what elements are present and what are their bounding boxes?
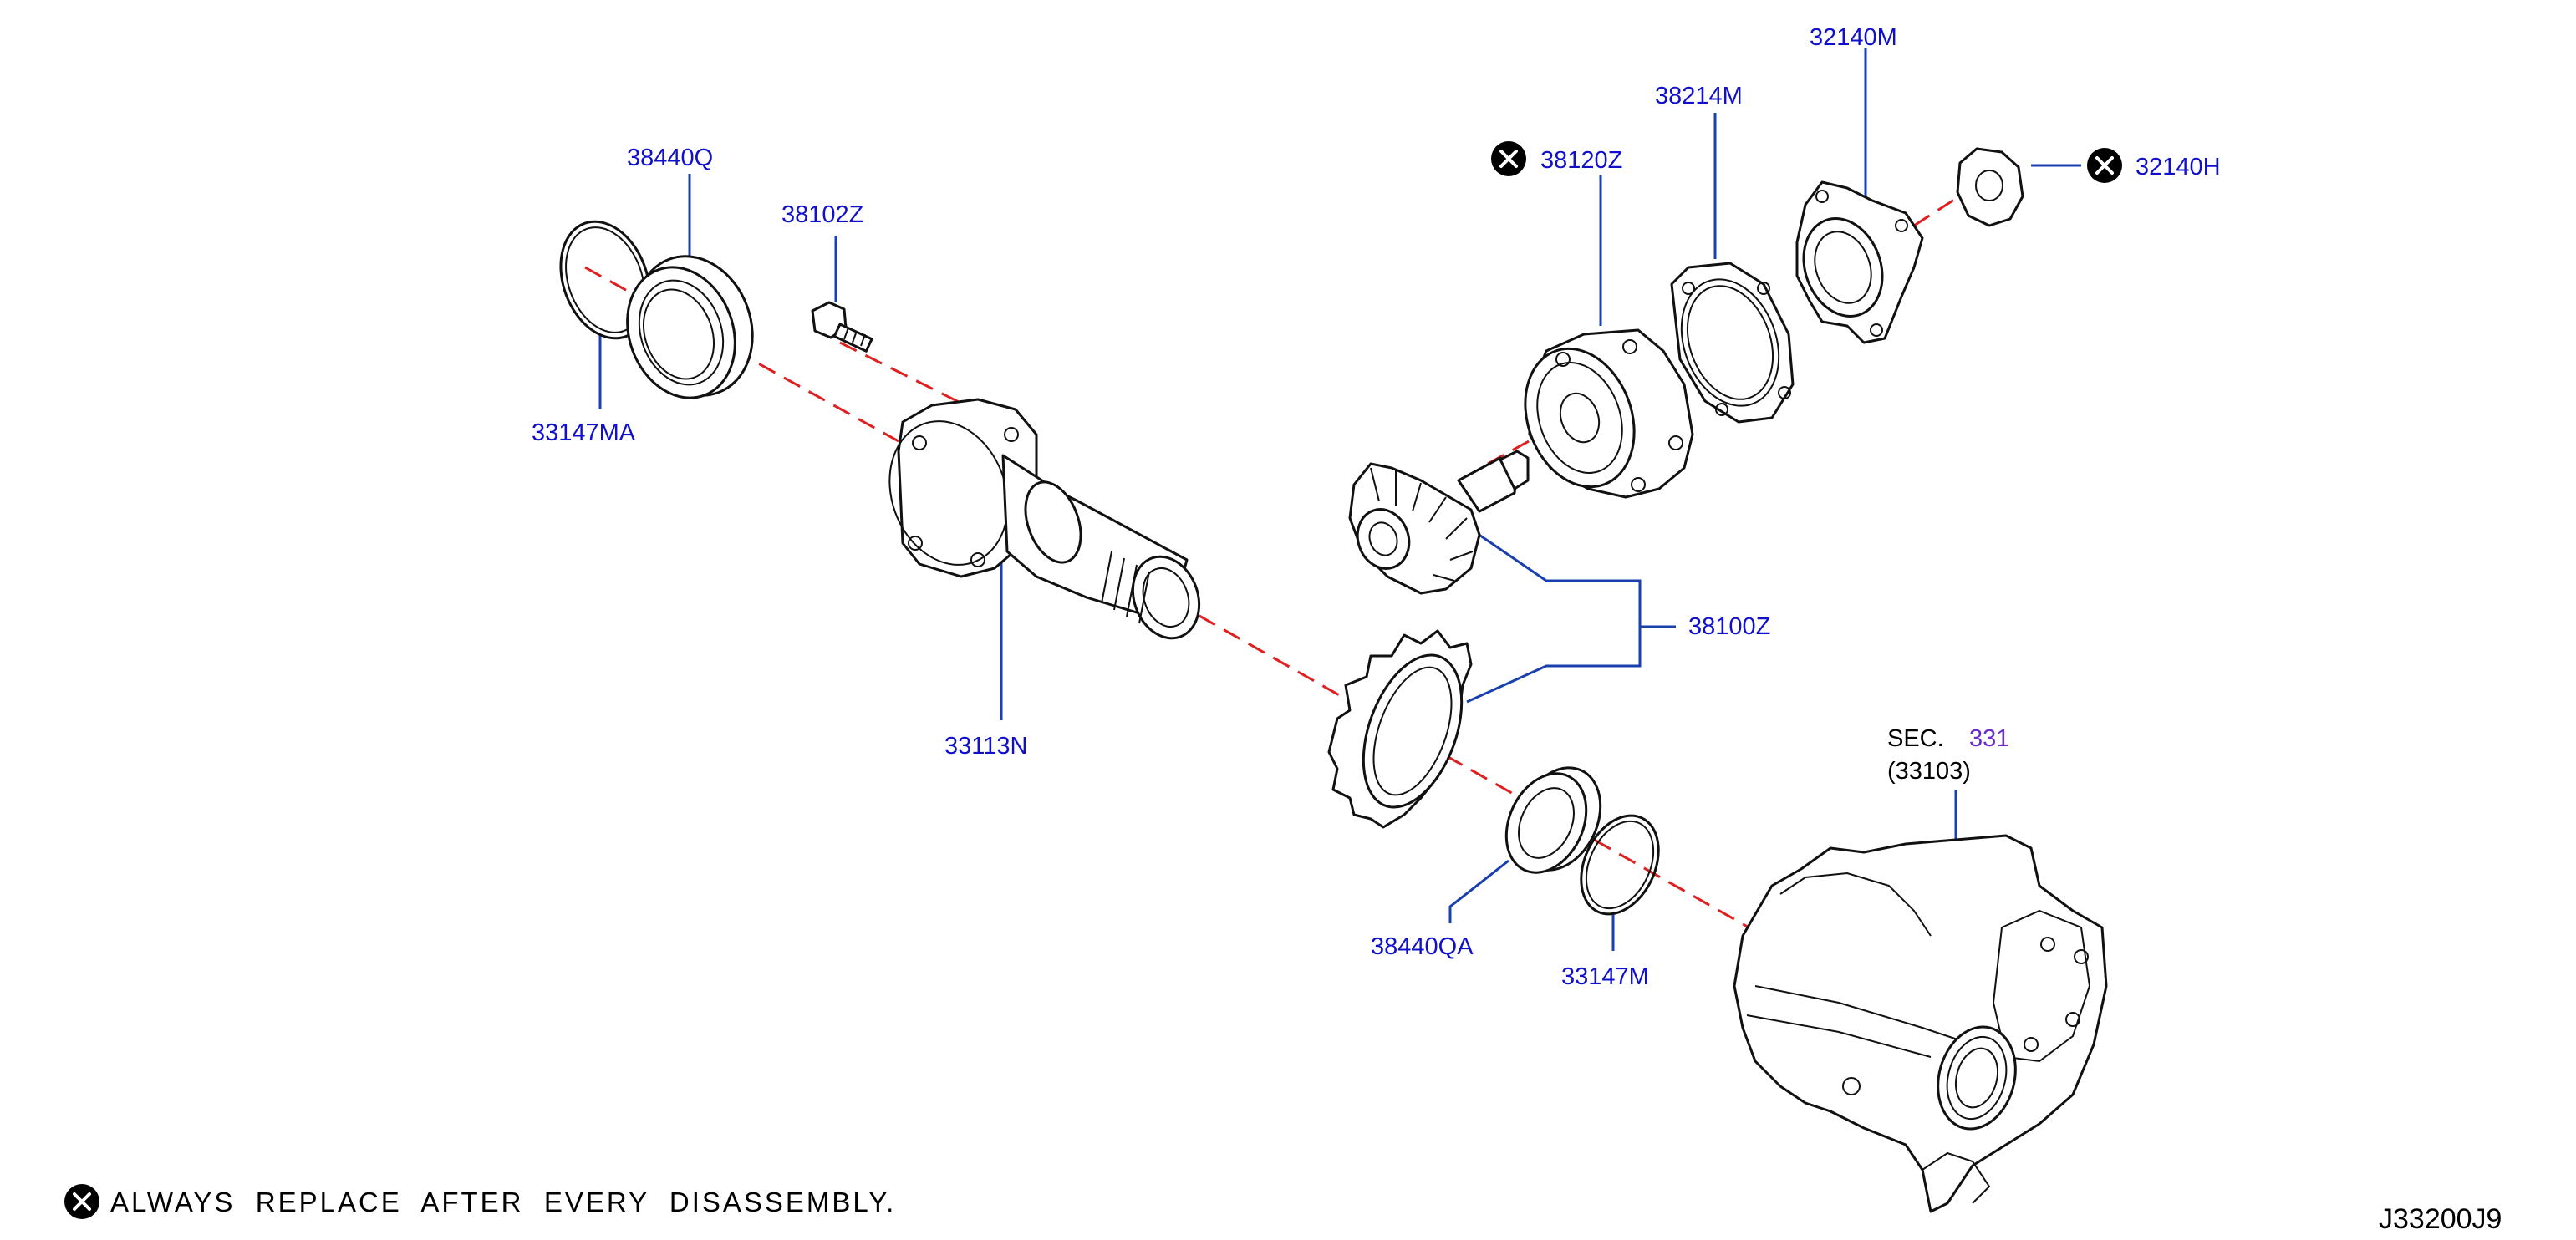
x-circle-icon [2087, 148, 2122, 183]
part-label-38440Q: 38440Q [627, 145, 713, 171]
part-label-38102Z: 38102Z [781, 201, 863, 228]
part-label-38100Z: 38100Z [1688, 613, 1770, 640]
section-ref-prefix: SEC. [1887, 725, 1944, 752]
flange-nut-32140H [1956, 147, 2024, 227]
part-label-32140M: 32140M [1810, 24, 1897, 51]
o-ring-33147MA [559, 220, 651, 340]
part-label-33113N: 33113N [944, 733, 1027, 760]
oil-seal-38440Q [626, 255, 754, 399]
section-ref-sub: (33103) [1887, 758, 1971, 785]
diagram-code: J33200J9 [2379, 1203, 2502, 1235]
companion-flange-32140M [1795, 180, 1924, 344]
assembly-axis-lines [584, 178, 1986, 938]
part-label-32140H: 32140H [2136, 154, 2221, 180]
gasket-38214M [1670, 262, 1795, 424]
part-label-33147MA: 33147MA [532, 419, 636, 446]
part-label-38440QA: 38440QA [1371, 933, 1474, 960]
x-circle-icon [1491, 141, 1526, 176]
drive-pinion-38100Z [1348, 450, 1530, 595]
leader-lines [598, 48, 2081, 951]
replace-note: ALWAYS REPLACE AFTER EVERY DISASSEMBLY. [110, 1187, 896, 1217]
final-drive-case [1733, 834, 2108, 1213]
x-circle-icon [64, 1184, 99, 1219]
companion-shaft-33113N [888, 398, 1201, 640]
part-label-38214M: 38214M [1655, 83, 1743, 109]
bolt-38102Z [811, 301, 873, 353]
o-ring-33147M [1580, 814, 1660, 916]
oil-seal-38440QA [1504, 766, 1602, 874]
part-label-38120Z: 38120Z [1540, 147, 1622, 174]
section-ref-number: 331 [1969, 725, 2009, 752]
ring-gear-38100Z [1327, 629, 1473, 829]
bearing-housing-38120Z [1524, 328, 1694, 499]
part-label-33147M: 33147M [1561, 963, 1649, 990]
